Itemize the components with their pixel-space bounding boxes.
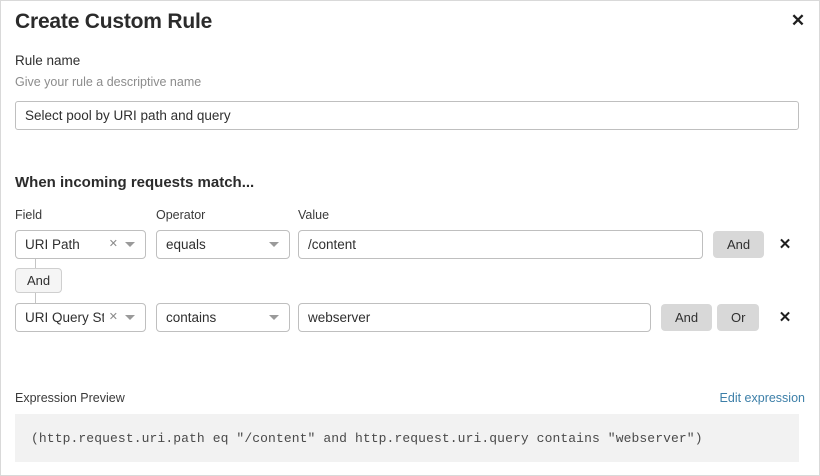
expression-preview-box: (http.request.uri.path eq "/content" and… xyxy=(15,414,799,462)
delete-icon[interactable]: ✕ xyxy=(774,303,796,332)
delete-icon[interactable]: ✕ xyxy=(774,230,796,259)
chevron-down-icon xyxy=(125,242,135,247)
connector-line-bottom xyxy=(35,293,36,303)
chevron-down-icon xyxy=(125,315,135,320)
field-select-1-value: URI Path xyxy=(25,237,80,252)
connector-line-top xyxy=(35,259,36,269)
rule-name-help-text: Give your rule a descriptive name xyxy=(15,75,202,89)
edit-expression-link[interactable]: Edit expression xyxy=(719,391,805,405)
conditions-heading: When incoming requests match... xyxy=(15,174,255,191)
column-header-value: Value xyxy=(298,208,330,222)
field-select-2-value: URI Query St... xyxy=(25,310,104,325)
column-header-operator: Operator xyxy=(156,208,206,222)
value-input-2[interactable] xyxy=(298,303,651,332)
close-icon[interactable]: ✕ xyxy=(786,8,810,32)
operator-select-2-value: contains xyxy=(166,310,217,325)
clear-icon[interactable]: ✕ xyxy=(108,311,118,323)
condition-row: URI Query St... ✕ contains And Or ✕ xyxy=(1,303,819,333)
condition-row: URI Path ✕ equals And ✕ xyxy=(1,230,819,260)
value-input-1[interactable] xyxy=(298,230,703,259)
and-button-1[interactable]: And xyxy=(713,231,765,258)
clear-icon[interactable]: ✕ xyxy=(108,238,118,250)
operator-select-1[interactable]: equals xyxy=(156,230,290,259)
operator-select-1-value: equals xyxy=(166,237,206,252)
chevron-down-icon xyxy=(269,242,279,247)
field-select-1[interactable]: URI Path ✕ xyxy=(15,230,146,259)
rule-name-label: Rule name xyxy=(15,53,81,68)
column-header-field: Field xyxy=(15,208,43,222)
or-button-2[interactable]: Or xyxy=(717,304,760,331)
and-connector: And xyxy=(15,259,75,303)
and-connector-badge[interactable]: And xyxy=(15,268,63,293)
expression-preview-label: Expression Preview xyxy=(15,391,125,405)
page-title: Create Custom Rule xyxy=(15,10,213,33)
rule-name-input[interactable] xyxy=(15,101,799,130)
field-select-2[interactable]: URI Query St... ✕ xyxy=(15,303,146,332)
operator-select-2[interactable]: contains xyxy=(156,303,290,332)
chevron-down-icon xyxy=(269,315,279,320)
expression-preview-code: (http.request.uri.path eq "/content" and… xyxy=(31,430,703,446)
and-button-2[interactable]: And xyxy=(661,304,713,331)
